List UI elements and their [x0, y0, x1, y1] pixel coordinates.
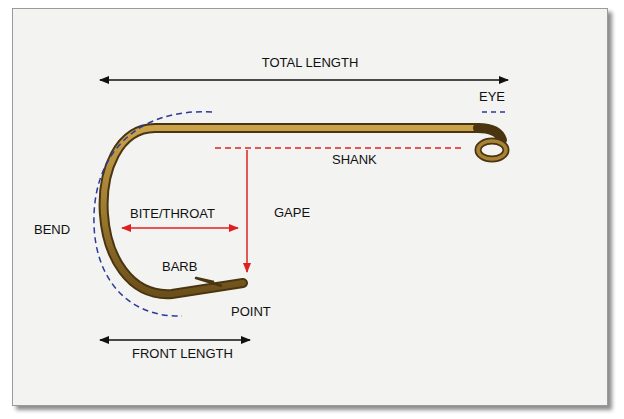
- part-label: SHANK: [330, 152, 379, 167]
- dimension-label: FRONT LENGTH: [130, 346, 235, 361]
- part-label: POINT: [229, 304, 273, 319]
- part-label: BITE/THROAT: [128, 206, 217, 221]
- part-label: EYE: [477, 89, 507, 104]
- part-label: GAPE: [272, 205, 312, 220]
- dimension-label: TOTAL LENGTH: [260, 55, 361, 70]
- part-label: BEND: [32, 222, 72, 237]
- part-label: BARB: [160, 259, 199, 274]
